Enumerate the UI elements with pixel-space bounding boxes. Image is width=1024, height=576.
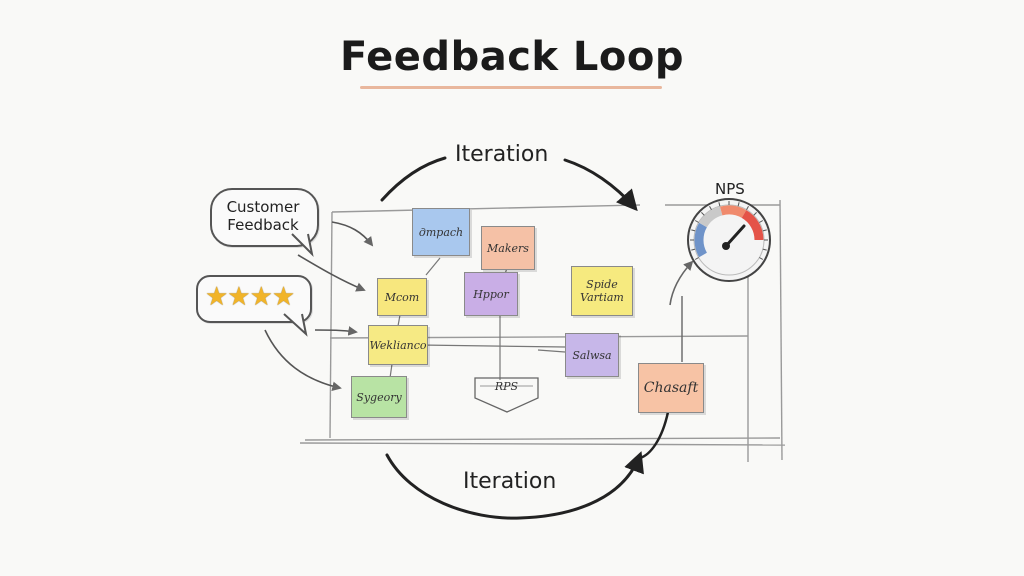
iteration-bottom-arrow	[385, 451, 644, 520]
input-arrows	[264, 221, 374, 391]
note-mcom: Mcom	[377, 278, 427, 316]
title-underline	[360, 86, 662, 89]
rating-bubble	[196, 275, 312, 323]
chart-to-bottom-arrow	[638, 410, 670, 460]
rps-box-text: RPS	[494, 380, 519, 393]
note-hppor: Hppor	[464, 272, 518, 316]
gauge-tick	[759, 220, 764, 223]
iteration-top-arrow-right	[563, 158, 638, 212]
note-sygeory: Sygeory	[351, 376, 407, 418]
note-chasaft: Chasaft	[638, 363, 704, 413]
note-makers-text: Makers	[487, 241, 529, 255]
nps-label: NPS	[715, 180, 745, 198]
gauge-tick	[691, 229, 696, 232]
gauge-tick	[737, 202, 740, 207]
gauge-tick	[762, 248, 767, 251]
gauge-tick	[701, 212, 705, 216]
note-makers: Makers	[481, 226, 535, 270]
note-dmpach-text: дmpach	[418, 225, 464, 239]
note-dmpach: дmpach	[412, 208, 470, 256]
note-hppor-text: Hppor	[473, 287, 509, 301]
iteration-bottom-label: Iteration	[463, 469, 557, 494]
rating-bubble-tail	[283, 313, 308, 337]
note-sygeory-text: Sygeory	[356, 390, 402, 404]
note-chasaft-text: Chasaft	[643, 379, 699, 396]
note-salwsa-text: Salwsa	[572, 348, 612, 362]
gauge-to-notes-arrow	[669, 260, 694, 306]
rps-box	[474, 377, 539, 413]
note-weklianco: Weklianco	[368, 325, 428, 365]
iteration-top-arrow	[380, 156, 447, 202]
note-salwsa: Salwsa	[565, 333, 619, 377]
note-weklianco-text: Weklianco	[369, 338, 427, 352]
gauge-tick	[746, 205, 749, 210]
note-mcom-text: Mcom	[384, 290, 420, 304]
note-spide-vartiam-text: Spide Vartiam	[580, 278, 624, 304]
gauge-tick	[694, 257, 699, 260]
gauge-tick	[691, 248, 696, 251]
nps-gauge	[687, 198, 771, 282]
customer-feedback-text: Customer Feedback	[226, 198, 300, 234]
rating-stars: ★★★★	[205, 282, 295, 312]
page-title: Feedback Loop	[339, 34, 685, 80]
gauge-tick	[709, 205, 712, 210]
gauge-tick	[753, 212, 757, 216]
note-spide-vartiam: Spide Vartiam	[571, 266, 633, 316]
iteration-top-label: Iteration	[455, 142, 549, 167]
gauge-tick	[718, 202, 721, 207]
gauge-tick	[694, 220, 699, 223]
gauge-tick	[759, 257, 764, 260]
bubble-tail	[291, 233, 314, 258]
gauge-tick	[762, 229, 767, 232]
note-connectors	[389, 257, 566, 380]
